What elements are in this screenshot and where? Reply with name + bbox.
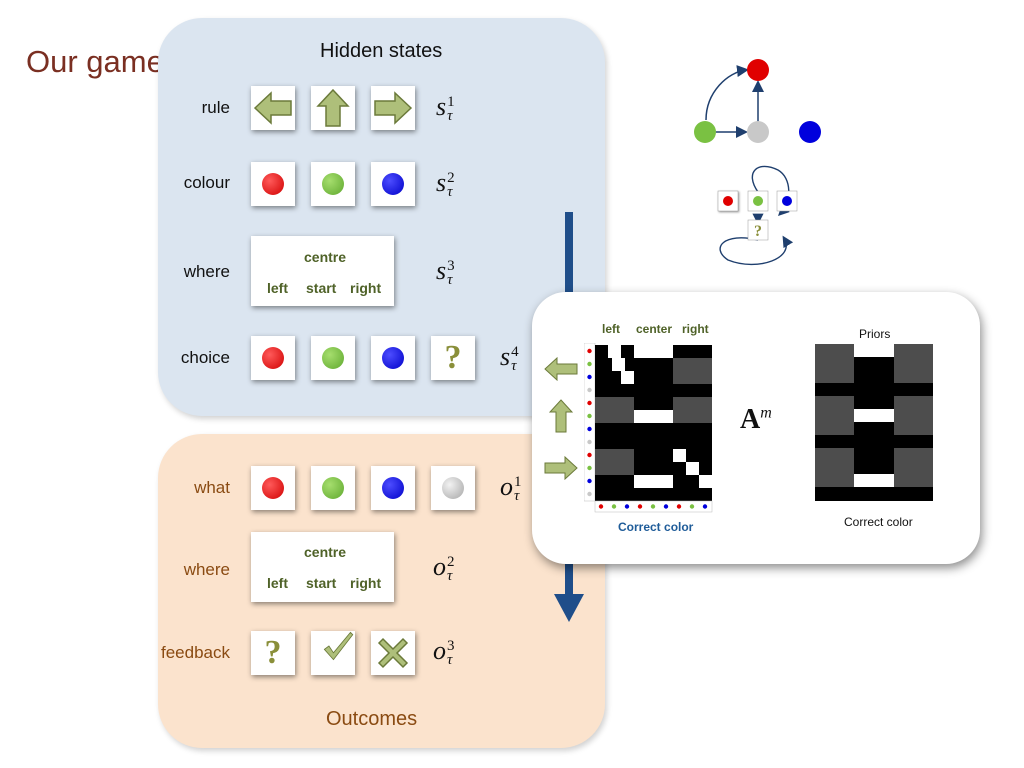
where-right: right xyxy=(350,575,382,591)
row-label-rule: rule xyxy=(201,98,230,117)
red-dot-icon xyxy=(262,173,284,195)
what-red-tile xyxy=(251,466,295,510)
cross-icon xyxy=(377,637,409,669)
left-arrow-icon xyxy=(253,91,292,125)
feedback-cross-tile xyxy=(371,631,415,675)
row-label-where: where xyxy=(183,262,230,281)
green-node-icon xyxy=(694,121,716,143)
where-centre: centre xyxy=(304,544,347,560)
outcomes-heading: Outcomes xyxy=(326,708,418,730)
popup-col-left: left xyxy=(602,322,620,336)
where-left: left xyxy=(267,575,288,591)
popup-col-center: center xyxy=(636,322,673,336)
what-blue-tile xyxy=(371,466,415,510)
grey-node-icon xyxy=(747,121,769,143)
blue-dot-icon xyxy=(382,477,404,499)
where-box-outcome: centre left start right xyxy=(251,532,394,602)
what-grey-tile xyxy=(431,466,475,510)
red-dot-icon xyxy=(262,347,284,369)
feedback-question-tile: ? xyxy=(251,631,295,675)
row-label-choice: choice xyxy=(180,348,230,367)
where-start: start xyxy=(306,575,337,591)
left-arrow-icon xyxy=(544,357,578,381)
green-dot-icon xyxy=(322,173,344,195)
rule-right-tile xyxy=(371,86,415,130)
popup-col-right: right xyxy=(682,322,709,336)
where-left: left xyxy=(267,280,288,296)
matrix-symbol: Am xyxy=(740,404,772,435)
rule-left-tile xyxy=(251,86,295,130)
row-label-feedback: feedback xyxy=(161,643,230,662)
green-dot-icon xyxy=(322,347,344,369)
what-green-tile xyxy=(311,466,355,510)
where-start: start xyxy=(306,280,337,296)
colour-red-tile xyxy=(251,162,295,206)
row-label-colour: colour xyxy=(183,173,230,192)
colour-blue-tile xyxy=(371,162,415,206)
green-dot-icon xyxy=(322,477,344,499)
row-dots xyxy=(587,348,592,497)
choice-question-tile: ? xyxy=(431,336,475,380)
right-arrow-icon xyxy=(544,456,578,480)
slide-title: Our game xyxy=(26,44,164,79)
red-dot-icon xyxy=(262,477,284,499)
blue-dot-icon xyxy=(382,347,404,369)
up-arrow-icon xyxy=(316,88,350,127)
up-arrow-icon xyxy=(549,399,573,433)
choice-green-tile xyxy=(311,336,355,380)
where-box-hidden: centre left start right xyxy=(251,236,394,306)
priors-label: Priors xyxy=(859,327,891,341)
question-mark-icon: ? xyxy=(444,339,462,376)
red-node-icon xyxy=(747,59,769,81)
column-dots xyxy=(598,504,708,509)
checkmark-icon xyxy=(323,631,354,661)
choice-red-tile xyxy=(251,336,295,380)
blue-dot-icon xyxy=(382,173,404,195)
hidden-states-heading: Hidden states xyxy=(320,40,443,62)
graph-question-mark: ? xyxy=(754,223,762,240)
likelihood-matrix xyxy=(584,343,713,513)
choice-blue-tile xyxy=(371,336,415,380)
state-graph: ? xyxy=(694,59,821,266)
where-right: right xyxy=(350,280,382,296)
question-mark-icon: ? xyxy=(264,634,282,671)
row-label-what: what xyxy=(194,478,230,497)
row-label-where-outcome: where xyxy=(183,560,230,579)
colour-green-tile xyxy=(311,162,355,206)
correct-color-label-1: Correct color xyxy=(618,520,694,534)
priors-matrix xyxy=(815,344,933,501)
rule-up-tile xyxy=(311,86,355,130)
grey-dot-icon xyxy=(442,477,464,499)
blue-node-icon xyxy=(799,121,821,143)
where-centre: centre xyxy=(304,249,347,265)
feedback-check-tile xyxy=(311,631,355,675)
right-arrow-icon xyxy=(374,91,413,125)
correct-color-label-2: Correct color xyxy=(844,515,913,529)
